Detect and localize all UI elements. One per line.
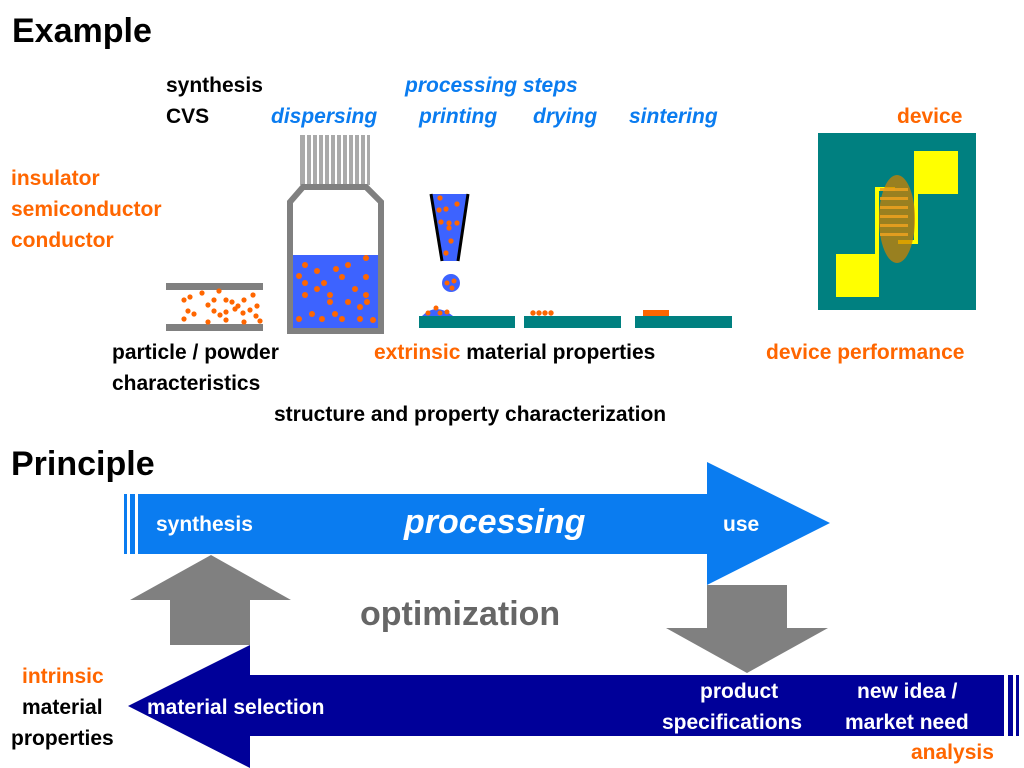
optimization-label: optimization [360,595,561,633]
step-printing: printing [419,105,498,128]
device-icon [818,133,976,310]
material-class-insulator: insulator [11,167,100,190]
substrate-sintering [635,310,732,328]
intrinsic-properties: properties [11,727,114,750]
synthesis-label: synthesis [166,74,263,97]
analysis-arrow [128,645,1019,768]
arrow-product: product [700,680,779,703]
arrow-processing: processing [404,503,586,541]
synthesis-method: CVS [166,105,210,128]
intrinsic-word: intrinsic [22,665,104,688]
characteristics-label: characteristics [112,372,261,395]
arrow-new-idea: new idea / [857,680,958,703]
material-class-semiconductor: semiconductor [11,198,162,221]
print-nozzle-icon [429,193,470,292]
analysis-label: analysis [911,741,994,764]
arrow-use: use [723,513,760,536]
down-arrow-icon [666,585,828,673]
processing-arrow [124,462,830,585]
extrinsic-word: extrinsic [374,341,461,364]
substrate-drying [524,310,621,328]
up-arrow-icon [130,555,291,645]
step-dispersing: dispersing [271,105,378,128]
step-drying: drying [533,105,598,128]
device-performance: device performance [766,341,965,364]
characterization-label: structure and property characterization [274,403,667,426]
arrow-material-selection: material selection [147,696,325,719]
extrinsic-rest: material properties [466,341,656,364]
extrinsic-properties: extrinsic material properties [374,342,655,363]
arrow-specifications: specifications [662,711,803,734]
arrow-synthesis: synthesis [156,513,253,536]
droplet [442,274,460,292]
substrate-printing [419,305,515,328]
dispersion-bottle-icon [287,135,384,334]
intrinsic-material: material [22,696,103,719]
device-label: device [897,105,963,128]
section-title-principle: Principle [11,445,155,483]
processing-steps-header: processing steps [405,74,578,97]
particle-label: particle / powder [112,341,279,364]
step-sintering: sintering [629,105,718,128]
material-class-conductor: conductor [11,229,114,252]
section-title-example: Example [12,12,152,50]
powder-sample-icon [166,283,263,331]
arrow-market-need: market need [845,711,969,734]
